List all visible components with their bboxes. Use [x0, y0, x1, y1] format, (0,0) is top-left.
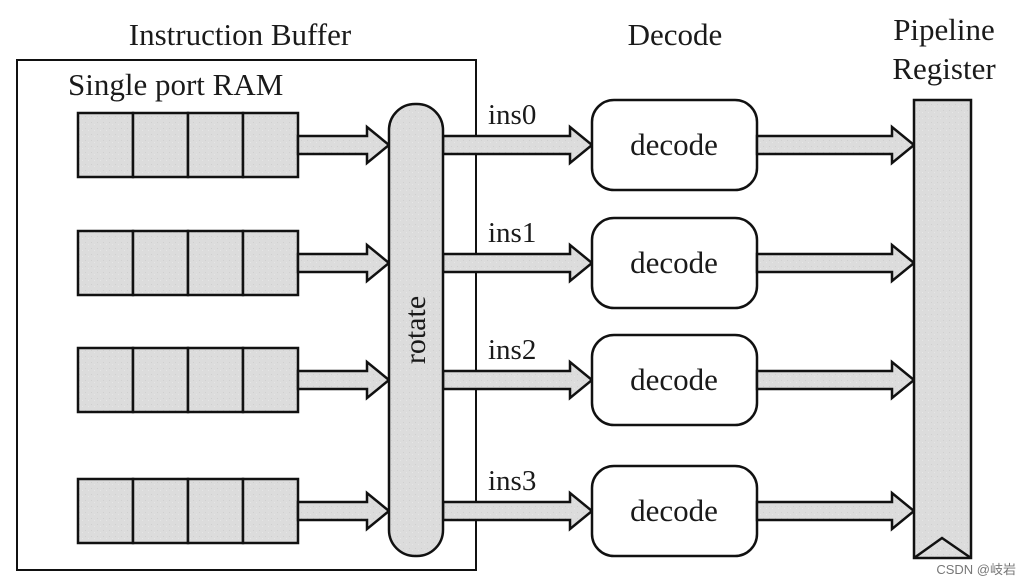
ins-label: ins2: [488, 334, 536, 366]
instruction-buffer-title: Instruction Buffer: [129, 17, 352, 52]
ram-cell: [131, 346, 190, 414]
ram-cell: [186, 229, 245, 297]
ram-cell: [186, 346, 245, 414]
decode-to-register-arrow: [755, 490, 916, 532]
ram-cell: [186, 477, 245, 545]
ram-cell: [131, 111, 190, 179]
decode-unit-label: decode: [630, 245, 718, 280]
ram-cell: [241, 346, 300, 414]
rotate-to-decode-arrow: [441, 359, 594, 401]
ram-to-rotate-arrow: [296, 124, 391, 166]
rotate-to-decode-arrow: [441, 490, 594, 532]
rotate-to-decode-arrow: [441, 242, 594, 284]
rotate-mux: [387, 102, 445, 558]
ins-label: ins0: [488, 99, 536, 131]
ram-to-rotate-arrow: [296, 490, 391, 532]
decode-to-register-arrow: [755, 124, 916, 166]
decode-unit-label: decode: [630, 127, 718, 162]
ram-cell: [131, 229, 190, 297]
rotate-to-decode-arrow: [441, 124, 594, 166]
ram-cell: [76, 477, 135, 545]
ram-cell: [186, 111, 245, 179]
ram-cell: [76, 346, 135, 414]
ram-cell: [76, 111, 135, 179]
decode-unit-label: decode: [630, 493, 718, 528]
decode-stage-title: Decode: [628, 17, 723, 52]
clock-edge-icon: [913, 536, 972, 560]
instruction-buffer-box: [16, 59, 477, 571]
ram-cell: [241, 477, 300, 545]
single-port-ram-label: Single port RAM: [68, 67, 283, 102]
ins-label: ins1: [488, 217, 536, 249]
decode-to-register-arrow: [755, 242, 916, 284]
ins-label: ins3: [488, 465, 536, 497]
ram-cell: [241, 111, 300, 179]
ram-cell: [76, 229, 135, 297]
ram-to-rotate-arrow: [296, 359, 391, 401]
pipeline-register-title-line1: Pipeline: [893, 12, 995, 47]
pipeline-register: [912, 98, 973, 560]
watermark: CSDN @岐岩: [936, 562, 1016, 577]
ram-to-rotate-arrow: [296, 242, 391, 284]
decode-to-register-arrow: [755, 359, 916, 401]
ram-cell: [131, 477, 190, 545]
ram-cell: [241, 229, 300, 297]
decode-unit-label: decode: [630, 362, 718, 397]
rotate-label: rotate: [399, 296, 432, 364]
pipeline-register-title-line2: Register: [892, 51, 996, 86]
